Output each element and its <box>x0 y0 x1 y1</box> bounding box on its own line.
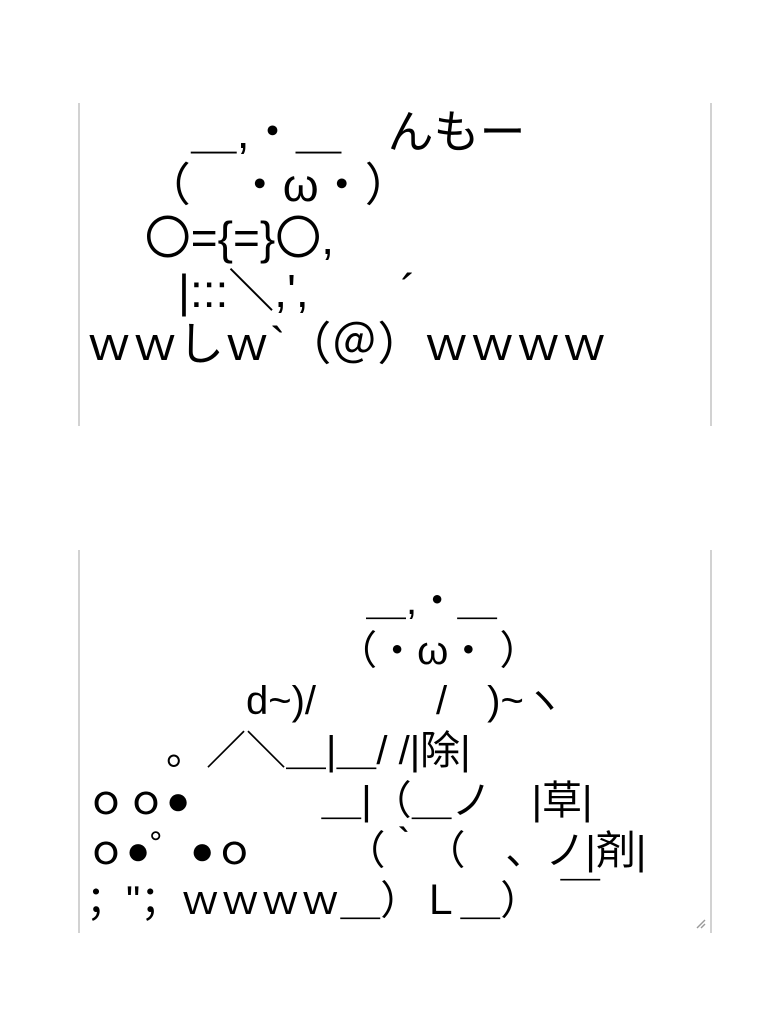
aa-art-cow-grazing: ＿,・＿ んもー （ ・ω・） 〇={=}〇, |:::＼,', ´ ｗｗしｗ`… <box>86 106 608 370</box>
aa-textarea-herbicide-spray[interactable]: ＿,・＿ （・ω・ ） d~)/ / )~ヽ 。／＼＿|＿/ /|除| ｏｏ● … <box>78 550 712 933</box>
resize-handle-icon[interactable] <box>694 917 706 929</box>
aa-box-cow-grazing[interactable]: ＿,・＿ んもー （ ・ω・） 〇={=}〇, |:::＼,', ´ ｗｗしｗ`… <box>78 103 712 426</box>
aa-art-herbicide-spray: ＿,・＿ （・ω・ ） d~)/ / )~ヽ 。／＼＿|＿/ /|除| ｏｏ● … <box>86 579 647 923</box>
